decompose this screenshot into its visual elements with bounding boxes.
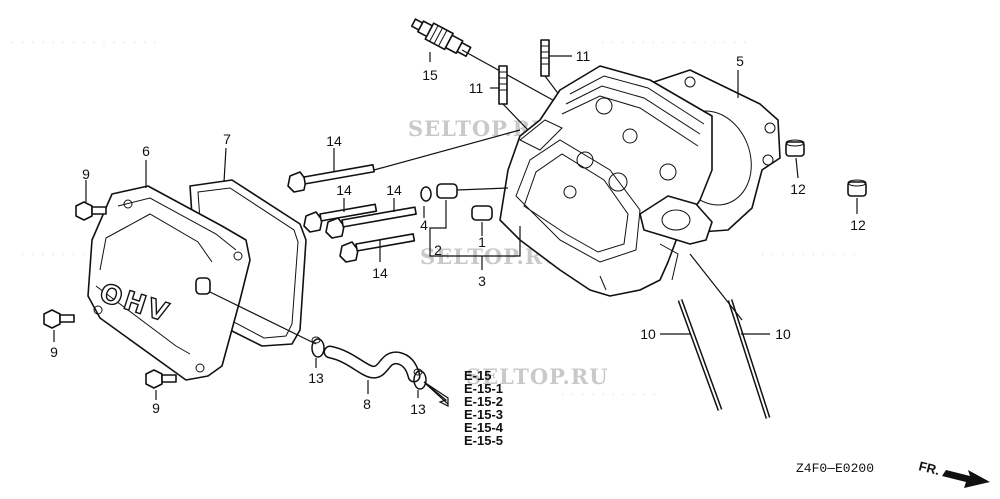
callout-10: 10 bbox=[640, 326, 656, 342]
dowel-pin bbox=[847, 179, 867, 197]
dowel-pin bbox=[436, 183, 458, 199]
leader-line bbox=[795, 157, 799, 179]
exhaust-port bbox=[639, 195, 713, 245]
dowel-pin bbox=[785, 139, 805, 157]
reference-item: E-15-1 bbox=[464, 381, 503, 396]
exhaust-stud bbox=[677, 299, 723, 411]
leader-line bbox=[456, 187, 509, 191]
reference-item: E-15-3 bbox=[464, 407, 503, 422]
front-label: FR. bbox=[917, 458, 941, 478]
callout-10: 10 bbox=[775, 326, 791, 342]
leader-line bbox=[209, 291, 317, 345]
leader-line bbox=[689, 253, 743, 321]
callout-15: 15 bbox=[422, 67, 438, 83]
reference-list: E-15 E-15-1 E-15-2 E-15-3 E-15-4 E-15-5 bbox=[464, 368, 504, 448]
callout-6: 6 bbox=[142, 143, 150, 159]
leader-line bbox=[461, 49, 561, 105]
cover-bolt bbox=[75, 201, 107, 221]
callout-14: 14 bbox=[326, 133, 342, 149]
svg-text:· · · · · · · · · · · · · ·: · · · · · · · · · · · · · · · bbox=[10, 33, 158, 52]
breather-tube bbox=[323, 345, 421, 383]
cylinder-head bbox=[499, 65, 713, 297]
front-direction-indicator: FR. bbox=[917, 458, 990, 488]
head-cover: OHV bbox=[87, 185, 251, 381]
callout-13: 13 bbox=[410, 401, 426, 417]
tube-clip bbox=[413, 368, 427, 390]
cover-bolt bbox=[145, 369, 177, 389]
callout-13: 13 bbox=[308, 370, 324, 386]
reference-item: E-15-4 bbox=[464, 420, 504, 435]
stud-bolt bbox=[540, 39, 550, 77]
callout-14: 14 bbox=[336, 182, 352, 198]
cover-bolt bbox=[43, 309, 75, 329]
leader-line bbox=[223, 147, 227, 183]
leader-line bbox=[373, 129, 521, 171]
flange-bolt bbox=[303, 203, 378, 233]
background-ghost-text: · · · · · · · · · · · · · · · · · · · · … bbox=[10, 33, 857, 404]
watermark: SELTOP.RU bbox=[466, 364, 609, 389]
flange-bolt bbox=[325, 206, 417, 239]
spark-plug bbox=[410, 18, 472, 57]
callout-9: 9 bbox=[152, 400, 160, 416]
svg-text:· · · · · · · · · ·: · · · · · · · · · · bbox=[760, 245, 857, 264]
o-ring bbox=[420, 186, 432, 202]
callout-12: 12 bbox=[790, 181, 806, 197]
stud-bolt bbox=[498, 65, 508, 105]
leader-line bbox=[425, 383, 449, 405]
callout-14: 14 bbox=[372, 265, 388, 281]
callout-5: 5 bbox=[736, 53, 744, 69]
exhaust-stud bbox=[727, 299, 771, 419]
diagram-code: Z4F0—E0200 bbox=[796, 461, 874, 476]
bracket-line bbox=[429, 200, 521, 257]
flange-bolt bbox=[287, 164, 375, 193]
callout-8: 8 bbox=[363, 396, 371, 412]
callout-9: 9 bbox=[82, 166, 90, 182]
callout-11: 11 bbox=[469, 80, 484, 96]
front-arrow-icon bbox=[942, 470, 990, 488]
flange-bolt bbox=[339, 233, 416, 263]
svg-text:· · · · · · · · · ·: · · · · · · · · · · bbox=[560, 385, 657, 404]
leader-line bbox=[502, 103, 529, 131]
reference-item: E-15 bbox=[464, 368, 491, 383]
callout-4: 4 bbox=[420, 217, 428, 233]
callout-2: 2 bbox=[434, 242, 442, 258]
callout-1: 1 bbox=[478, 234, 486, 250]
callout-14: 14 bbox=[386, 182, 402, 198]
svg-text:· · · · · · · · · · · · · ·: · · · · · · · · · · · · · · · bbox=[600, 33, 748, 52]
dowel-pin bbox=[471, 205, 493, 221]
callout-3: 3 bbox=[478, 273, 486, 289]
callout-7: 7 bbox=[223, 131, 231, 147]
arrow-to-ref bbox=[423, 381, 449, 407]
callout-11: 11 bbox=[576, 48, 591, 64]
tube-clip bbox=[311, 336, 325, 358]
callout-12: 12 bbox=[850, 217, 866, 233]
reference-item: E-15-5 bbox=[464, 433, 503, 448]
callout-9: 9 bbox=[50, 344, 58, 360]
reference-item: E-15-2 bbox=[464, 394, 503, 409]
